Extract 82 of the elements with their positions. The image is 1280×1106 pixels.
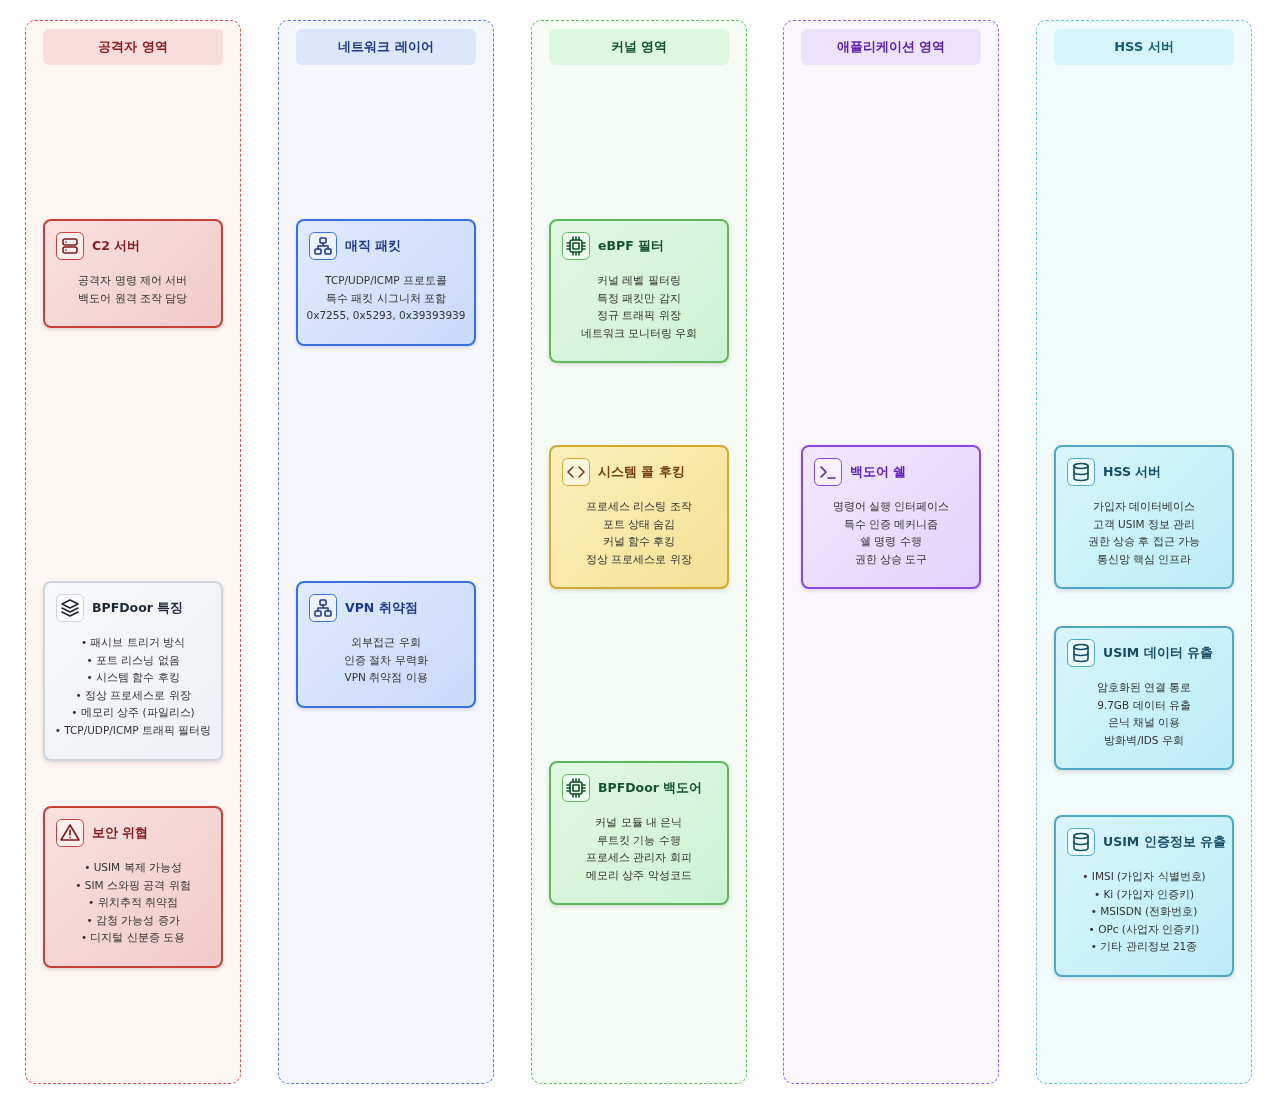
card-text: VPN 취약점 이용 [343, 670, 429, 686]
card-text: 프로세스 관리자 회피 [585, 850, 693, 866]
card-text: 정상 프로세스로 위장 [585, 551, 693, 567]
card-text: 백도어 원격 조작 담당 [77, 290, 189, 306]
info-card [43, 219, 223, 329]
card-text: • SIM 스와핑 공격 위험 [74, 877, 192, 893]
info-card [801, 445, 981, 590]
card-text: 암호화된 연결 통로 [1095, 680, 1193, 695]
card-title: 시스템 콜 후킹 [598, 464, 685, 481]
lane-background [783, 20, 999, 1084]
lane-header: 애플리케이션 영역 [801, 29, 981, 65]
card-text: 9.7GB 데이터 유출 [1096, 697, 1192, 713]
info-card [43, 806, 223, 968]
card-title: 백도어 쉘 [850, 464, 907, 481]
info-card [549, 219, 729, 364]
card-text: 네트워크 모니터링 우회 [579, 325, 699, 341]
card-text: 포트 상태 숨김 [601, 516, 677, 532]
card-text: • 패시브 트리거 방식 [79, 635, 187, 650]
card-title: USIM 데이터 유출 [1103, 645, 1213, 662]
card-text: 커널 함수 후킹 [601, 534, 677, 550]
card-text: 루트킷 기능 수행 [596, 832, 682, 848]
card-text: • 기타 관리정보 21종 [1089, 939, 1199, 955]
card-title: 보안 위협 [92, 825, 149, 842]
card-text: 명령어 실행 인터페이스 [831, 499, 951, 514]
info-card [1054, 815, 1234, 977]
info-card [1054, 626, 1234, 771]
card-text: 공격자 명령 제어 서버 [77, 273, 189, 288]
card-text: 외부접근 우회 [350, 635, 422, 650]
card-text: • 메모리 상주 (파일리스) [70, 705, 196, 721]
card-title: eBPF 필터 [598, 238, 665, 255]
card-text: 방화벽/IDS 우회 [1103, 732, 1185, 748]
lane-header: HSS 서버 [1054, 29, 1234, 65]
card-text: • 정상 프로세스로 위장 [74, 687, 192, 703]
card-text: 통신망 핵심 인프라 [1095, 551, 1193, 567]
card-title: 매직 패킷 [345, 238, 402, 255]
lane-header: 커널 영역 [549, 29, 729, 65]
info-card [296, 219, 476, 346]
lane-header: 공격자 영역 [43, 29, 223, 65]
lane-background [278, 20, 494, 1084]
card-text: • TCP/UDP/ICMP 트래픽 필터링 [53, 722, 213, 738]
card-text: 특정 패킷만 감지 [596, 290, 682, 306]
info-card [296, 581, 476, 708]
card-text: 특수 패킷 시그니처 포함 [325, 290, 447, 306]
card-text: • 감청 가능성 증가 [85, 912, 181, 928]
card-title: BPFDoor 특징 [92, 600, 184, 617]
info-card [1054, 445, 1234, 590]
card-text: 가입자 데이터베이스 [1091, 499, 1197, 514]
info-card [43, 581, 223, 761]
card-text: 권한 상승 후 접근 가능 [1086, 534, 1202, 550]
card-text: 은닉 채널 이용 [1106, 715, 1182, 731]
card-title: BPFDoor 백도어 [598, 780, 703, 797]
card-text: 0x7255, 0x5293, 0x39393939 [305, 308, 467, 324]
card-text: 커널 모듈 내 은닉 [594, 815, 684, 830]
card-text: • 포트 리스닝 없음 [85, 652, 181, 668]
card-text: 인증 절차 무력화 [343, 652, 429, 668]
card-text: 고객 USIM 정보 관리 [1091, 516, 1197, 532]
card-text: • 디지털 신분증 도용 [79, 930, 187, 946]
card-text: • IMSI (가입자 식별번호) [1081, 869, 1207, 884]
info-card [549, 445, 729, 590]
lane-background [531, 20, 747, 1084]
info-card [549, 761, 729, 906]
card-text: • 시스템 함수 후킹 [85, 670, 181, 686]
card-text: 커널 레벨 필터링 [596, 273, 682, 288]
card-text: 메모리 상주 악성코드 [585, 867, 693, 883]
card-title: VPN 취약점 [345, 600, 418, 617]
card-text: 프로세스 리스팅 조작 [585, 499, 693, 514]
card-text: 권한 상승 도구 [853, 551, 929, 567]
lane-background [25, 20, 241, 1084]
card-text: • 위치추적 취약점 [87, 895, 179, 911]
lane-header: 네트워크 레이어 [296, 29, 476, 65]
card-text: 쉘 명령 수행 [859, 534, 923, 550]
card-text: • MSISDN (전화번호) [1089, 904, 1199, 920]
card-text: • Ki (가입자 인증키) [1092, 886, 1196, 902]
card-text: • USIM 복제 가능성 [83, 860, 183, 875]
card-text: • OPc (사업자 인증키) [1087, 921, 1201, 937]
card-text: 정규 트래픽 위장 [596, 308, 682, 324]
card-title: HSS 서버 [1103, 464, 1162, 481]
card-text: TCP/UDP/ICMP 프로토콜 [324, 273, 448, 288]
lane-background [1036, 20, 1252, 1084]
card-title: USIM 인증정보 유출 [1103, 834, 1226, 851]
card-title: C2 서버 [92, 238, 141, 255]
card-text: 특수 인증 메커니즘 [842, 516, 940, 532]
